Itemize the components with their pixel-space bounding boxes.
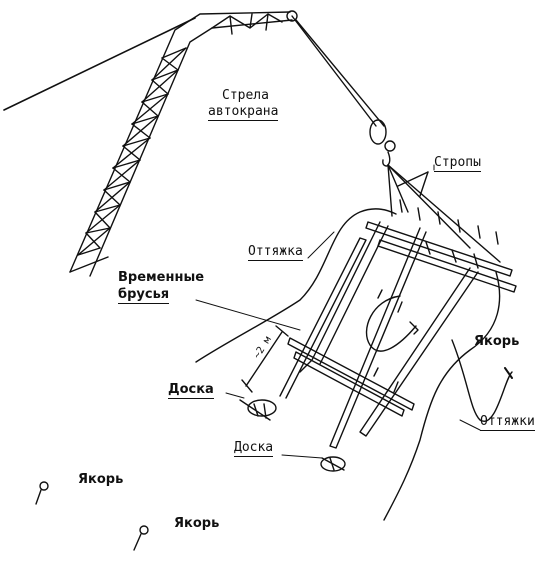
anchor-bottom-icon xyxy=(133,525,149,551)
board-left xyxy=(239,399,277,421)
slings xyxy=(387,164,501,263)
ground-contour xyxy=(195,208,501,521)
guys-right-label: Оттяжки xyxy=(480,414,535,431)
anchor-right-icon xyxy=(409,321,419,335)
anchor-bottom-left-icon xyxy=(35,481,49,505)
guy-rope-right xyxy=(365,295,513,422)
guy-label: Оттяжка xyxy=(248,244,303,261)
anchor-right-label: Якорь xyxy=(474,334,520,349)
anchor-bottom-left-label: Якорь xyxy=(78,472,124,487)
board-center xyxy=(320,456,346,472)
slings-label: Стропы xyxy=(434,155,481,172)
crane-boom xyxy=(3,10,298,277)
frame xyxy=(279,199,517,449)
board-left-label: Доска xyxy=(168,382,214,399)
dimension-mark xyxy=(241,325,289,393)
leader-lines xyxy=(195,164,481,459)
board-center-label: Доска xyxy=(234,440,274,457)
anchor-bottom-label: Якорь xyxy=(174,516,220,531)
temp-bars-label-line1: Временные xyxy=(118,270,205,285)
boom-label-line1: Стрела xyxy=(222,88,269,103)
temp-bars-label-line2: брусья xyxy=(118,287,170,304)
boom-label-line2: автокрана xyxy=(208,104,279,121)
hoist-rope xyxy=(291,15,396,167)
